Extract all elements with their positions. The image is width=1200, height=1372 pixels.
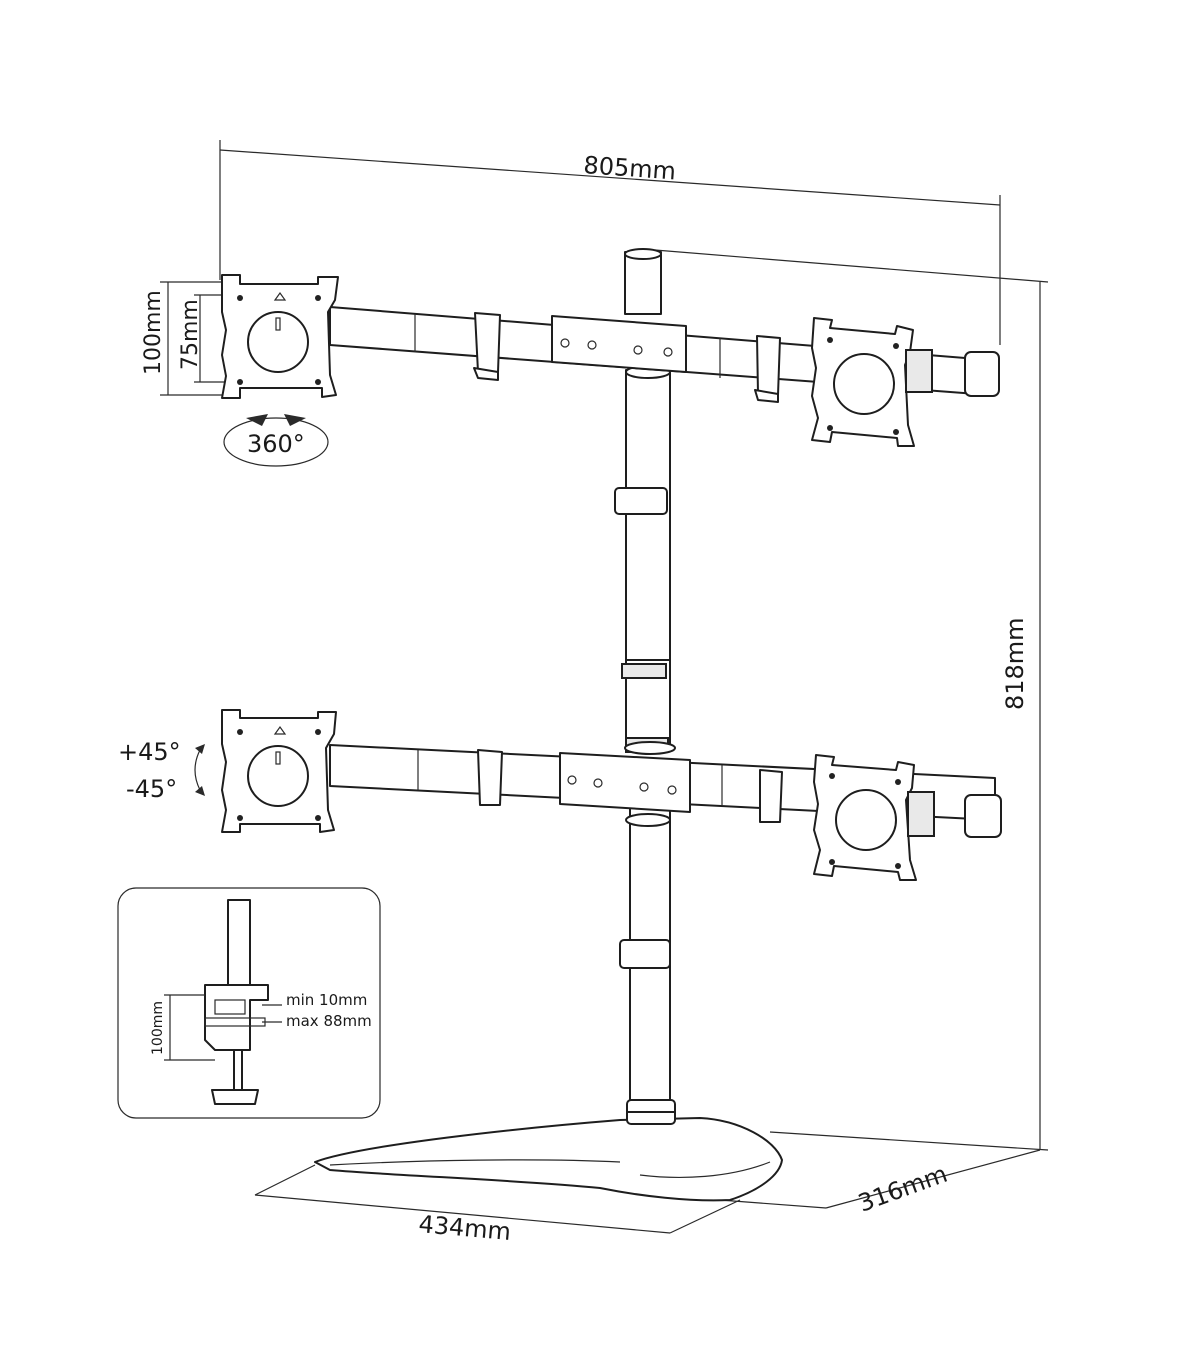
vesa-small-label: 75mm	[178, 299, 203, 370]
vertical-pole	[614, 248, 671, 1101]
vesa-plate-top-right	[811, 317, 933, 447]
clamp-min-label: min 10mm	[286, 991, 367, 1009]
dimension-lines	[160, 140, 1049, 1234]
tilt-down-label: -45°	[126, 775, 177, 803]
stand-base	[314, 1099, 783, 1202]
base-width-label: 434mm	[417, 1210, 512, 1246]
clamp-height-label: 100mm	[150, 1001, 166, 1055]
swivel-label: 360°	[247, 430, 305, 458]
height-label: 818mm	[1001, 617, 1029, 710]
swivel-badge	[223, 414, 329, 467]
vesa-plate-bottom-right	[813, 754, 935, 881]
tilt-arrows	[194, 744, 205, 796]
tilt-up-label: +45°	[118, 738, 181, 766]
vesa-plate-bottom-left	[221, 709, 337, 833]
clamp-inset	[117, 887, 381, 1119]
width-label: 805mm	[583, 151, 677, 185]
vesa-large-label: 100mm	[141, 290, 166, 375]
clamp-max-label: max 88mm	[286, 1012, 372, 1030]
vesa-plate-top-left	[221, 274, 339, 399]
base-depth-label: 316mm	[854, 1160, 951, 1218]
